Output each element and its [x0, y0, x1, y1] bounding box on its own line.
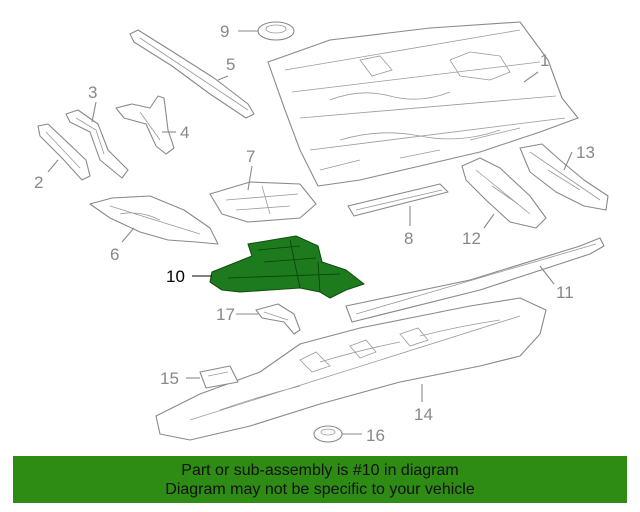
- part-14-shield[interactable]: [155, 297, 547, 441]
- banner-line-1: Part or sub-assembly is #10 in diagram: [181, 462, 459, 479]
- callout-3: 3: [88, 83, 97, 102]
- callout-14: 14: [414, 405, 433, 424]
- leader-line-5: [217, 75, 229, 81]
- callout-16: 16: [366, 426, 385, 445]
- part-8-rail[interactable]: [347, 183, 449, 217]
- callout-13: 13: [576, 143, 595, 162]
- leader-line-1: [523, 71, 539, 83]
- part-5-strip[interactable]: [129, 29, 255, 119]
- callout-17: 17: [216, 305, 235, 324]
- callout-10: 10: [166, 267, 185, 286]
- leader-line-13: [563, 151, 573, 171]
- part-9-cap[interactable]: [257, 21, 295, 41]
- leader-line-11: [539, 265, 555, 285]
- info-banner: Part or sub-assembly is #10 in diagram D…: [13, 456, 627, 503]
- part-4-support[interactable]: [115, 95, 175, 155]
- callout-11: 11: [556, 283, 574, 302]
- callout-8: 8: [404, 229, 413, 248]
- part-10-crossmember[interactable]: [209, 235, 365, 299]
- part-6-panel[interactable]: [89, 195, 219, 245]
- part-15-plate[interactable]: [199, 365, 239, 389]
- banner-line-2: Diagram may not be specific to your vehi…: [165, 481, 475, 498]
- callout-15: 15: [160, 369, 179, 388]
- callout-9: 9: [220, 22, 229, 41]
- leader-line-7: [247, 165, 253, 191]
- part-7-tray[interactable]: [209, 181, 317, 223]
- part-1-floor-pan[interactable]: [267, 21, 579, 187]
- leader-line-12: [483, 213, 495, 229]
- callout-7: 7: [246, 147, 255, 166]
- part-3-bracket[interactable]: [65, 109, 129, 179]
- callout-6: 6: [110, 245, 119, 264]
- part-13-member[interactable]: [519, 143, 609, 211]
- callout-1: 1: [540, 51, 549, 70]
- callout-4: 4: [180, 123, 189, 142]
- part-12-bracket[interactable]: [461, 157, 547, 229]
- callout-5: 5: [226, 55, 235, 74]
- leader-line-6: [121, 227, 135, 243]
- callout-2: 2: [34, 173, 43, 192]
- leader-line-2: [47, 159, 59, 173]
- part-11-sill[interactable]: [345, 237, 605, 323]
- exploded-parts-diagram: 1 2 3 4 5 6 7 8 9 10 11 12 13 14 15 16 1…: [34, 21, 609, 445]
- leader-line-3: [91, 101, 97, 123]
- part-17-bracket[interactable]: [255, 303, 301, 335]
- callout-12: 12: [462, 229, 481, 248]
- part-2-bracket[interactable]: [37, 123, 91, 181]
- part-16-grommet[interactable]: [313, 425, 343, 443]
